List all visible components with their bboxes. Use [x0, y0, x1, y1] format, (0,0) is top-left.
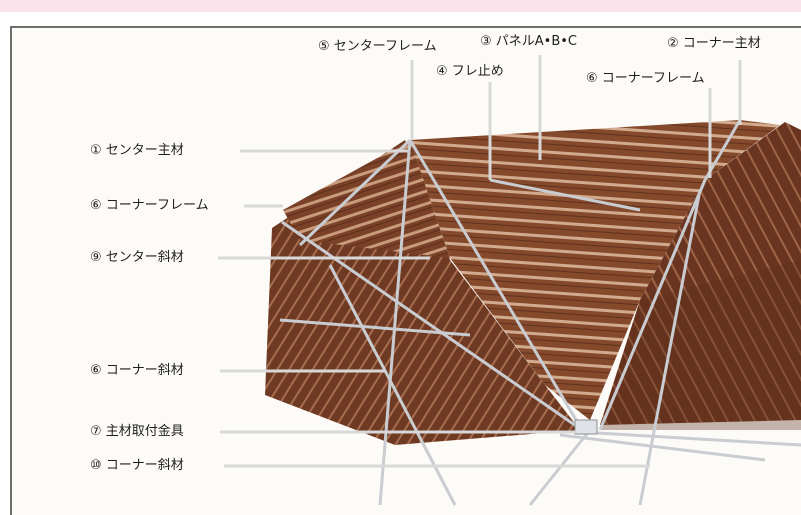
- panel-right-shadow: [600, 260, 801, 430]
- panel-right: [600, 122, 801, 425]
- label-corner-diagonal: ⑥ コーナー斜材: [90, 363, 184, 378]
- label-sway-stop: ④ フレ止め: [436, 64, 504, 79]
- panel-center: [410, 120, 780, 420]
- label-center-frame: ⑤ センターフレーム: [318, 39, 437, 54]
- leader-lines: [218, 55, 742, 468]
- label-center-diagonal: ⑨ センター斜材: [90, 250, 184, 265]
- label-panels: ③ パネルA•B•C: [480, 34, 578, 49]
- label-corner-diagonal-10: ⑩ コーナー斜材: [90, 458, 184, 473]
- label-corner-frame-left: ⑥ コーナーフレーム: [90, 198, 209, 213]
- main-bracket: [574, 419, 598, 435]
- label-corner-main-member: ② コーナー主材: [667, 36, 761, 51]
- label-main-member-bracket: ⑦ 主材取付金具: [90, 424, 184, 439]
- label-center-main-member: ① センター主材: [90, 143, 184, 158]
- label-corner-frame-right: ⑥ コーナーフレーム: [586, 71, 705, 86]
